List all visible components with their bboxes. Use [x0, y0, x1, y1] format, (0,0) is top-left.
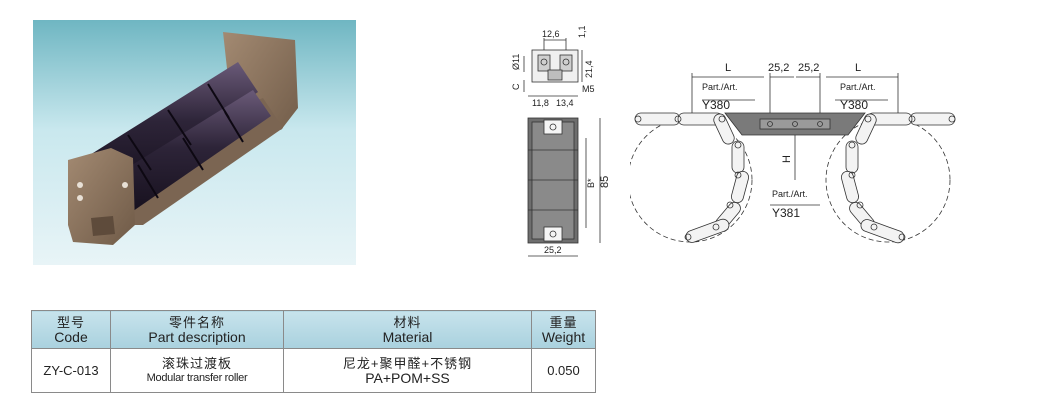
dim-m5: M5	[582, 84, 595, 94]
header-code: 型号 Code	[31, 310, 111, 349]
header-description: 零件名称 Part description	[110, 310, 284, 349]
dim-mid-right: 25,2	[798, 62, 819, 74]
cell-code: ZY-C-013	[31, 348, 111, 393]
dim-top-width: 12,6	[542, 29, 560, 39]
part-code-center: Y381	[772, 206, 800, 220]
cell-material: 尼龙+聚甲醛+不锈钢 PA+POM+SS	[283, 348, 532, 393]
cell-weight: 0.050	[531, 348, 596, 393]
dim-b-star: B*	[586, 178, 596, 188]
header-weight: 重量 Weight	[531, 310, 596, 349]
part-code-right: Y380	[840, 98, 868, 112]
dim-bottom-left: 11,8	[532, 98, 549, 108]
part-label-right: Part./Art.	[840, 82, 876, 92]
table-row: ZY-C-013 滚珠过渡板 Modular transfer roller 尼…	[31, 348, 596, 393]
dim-width: 25,2	[544, 245, 562, 255]
part-label-left: Part./Art.	[702, 82, 738, 92]
dim-h: H	[781, 155, 793, 163]
cell-description: 滚珠过渡板 Modular transfer roller	[110, 348, 284, 393]
transfer-roller-image	[33, 20, 356, 265]
dim-l-right: L	[855, 62, 861, 74]
header-material: 材料 Material	[283, 310, 532, 349]
spec-table: 型号 Code 零件名称 Part description 材料 Materia…	[31, 310, 596, 393]
dim-height: 21,4	[584, 60, 594, 78]
front-view-drawing: 12,6 1,1 Ø11 21,4 C M5 11,8 13,4 B* 85 2…	[500, 20, 630, 270]
dim-right-top: 1,1	[577, 25, 587, 38]
table-header-row: 型号 Code 零件名称 Part description 材料 Materia…	[31, 310, 596, 349]
dim-85: 85	[599, 176, 611, 188]
dim-mid-left: 25,2	[768, 62, 789, 74]
chain-arrangement-drawing: L 25,2 25,2 L Part./Art. Y380 Part./Art.…	[627, 55, 960, 265]
dim-diameter: Ø11	[511, 54, 521, 70]
product-photo	[33, 20, 356, 265]
part-label-center: Part./Art.	[772, 189, 808, 199]
dim-c: C	[511, 83, 521, 90]
dim-l-left: L	[725, 62, 731, 74]
dim-bottom-right: 13,4	[556, 98, 574, 108]
part-code-left: Y380	[702, 98, 730, 112]
